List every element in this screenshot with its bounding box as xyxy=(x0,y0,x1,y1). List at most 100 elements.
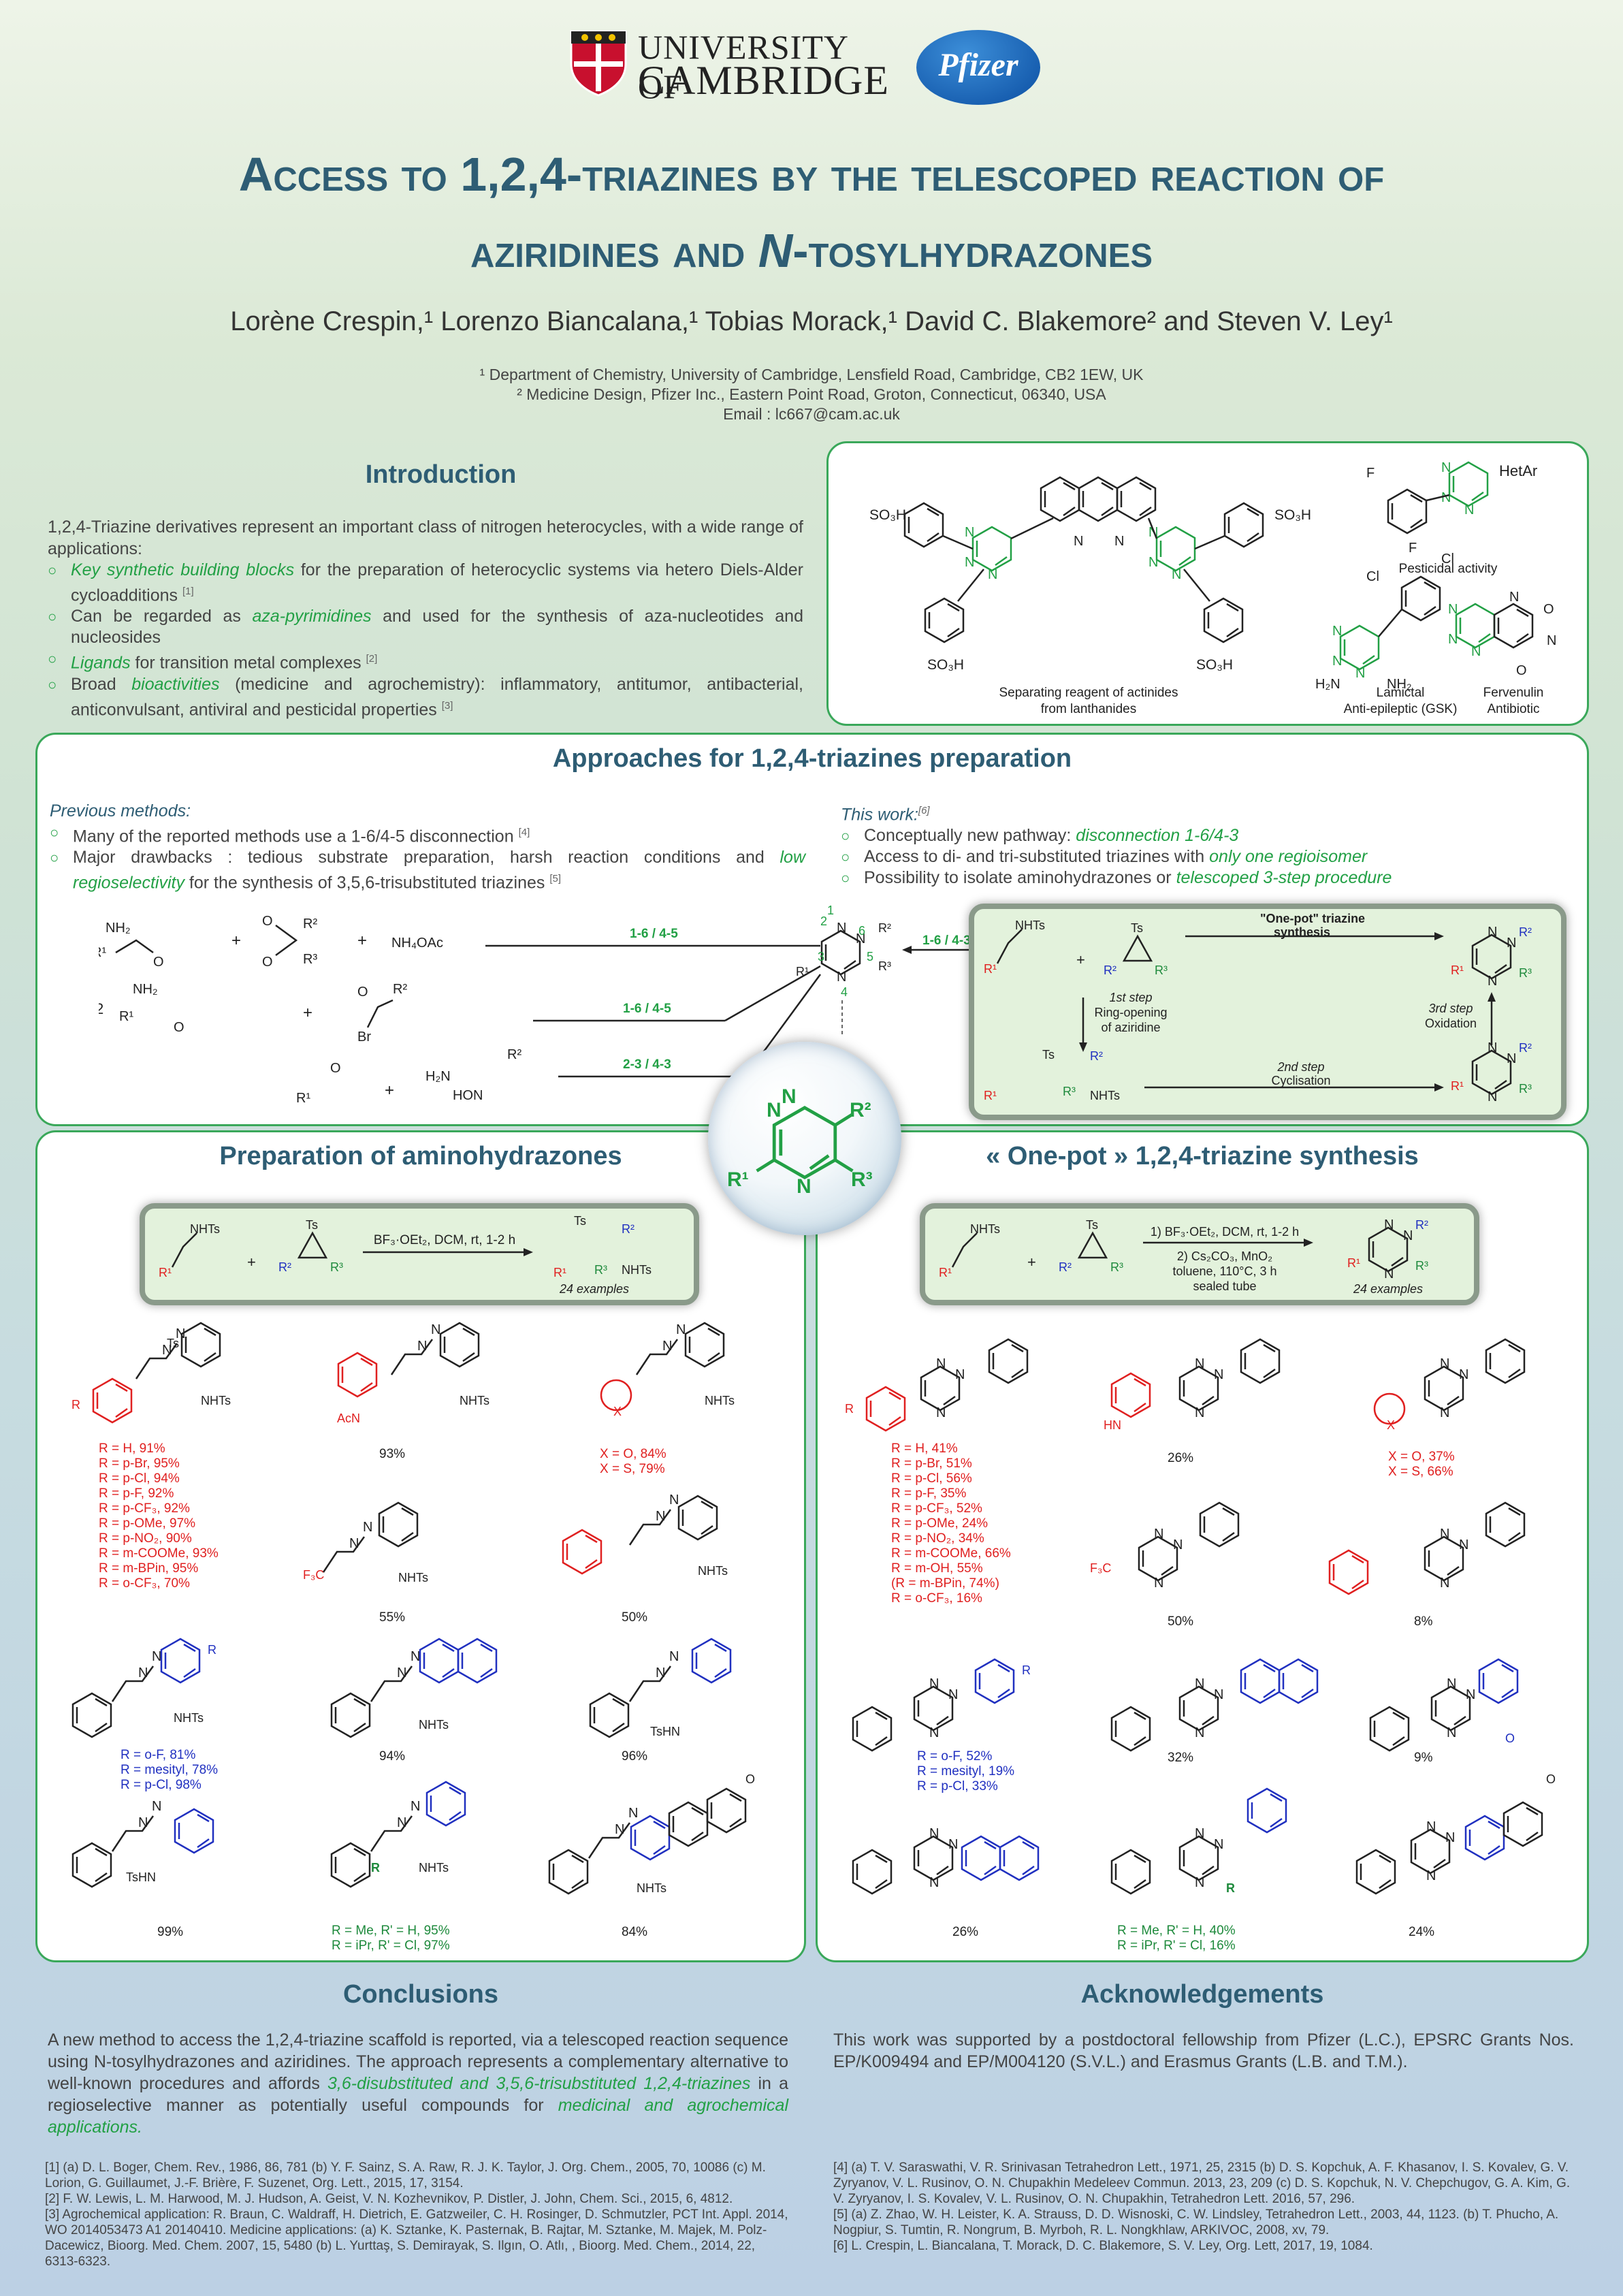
svg-text:NHTs: NHTs xyxy=(419,1718,449,1732)
sulfonated-aryl-3 xyxy=(1223,502,1264,548)
svg-text:R²: R² xyxy=(1090,1049,1103,1063)
intro-bullet-1: Key synthetic building blocks for the pr… xyxy=(48,560,803,606)
svg-text:R³: R³ xyxy=(1519,1082,1532,1096)
svg-text:R²: R² xyxy=(850,1099,871,1121)
caption-separating-1: Separating reagent of actinides xyxy=(999,686,1178,700)
intro-body: 1,2,4-Triazine derivatives represent an … xyxy=(48,516,803,720)
onepot-cond-3: toluene, 110°C, 3 h xyxy=(1173,1264,1277,1278)
onepot-yield-row: R = iPr, R' = Cl, 16% xyxy=(1117,1939,1236,1953)
prep-yield-indole: 93% xyxy=(379,1447,406,1461)
svg-text:R²: R² xyxy=(393,982,407,997)
svg-text:R²: R² xyxy=(303,916,317,931)
this-work: This work:[6] Conceptually new pathway: … xyxy=(841,800,1576,889)
svg-text:O: O xyxy=(745,1772,755,1786)
prep-yield-row: R = m-BPin, 95% xyxy=(99,1561,199,1576)
caption-separating-2: from lanthanides xyxy=(1041,702,1136,716)
svg-text:Ts: Ts xyxy=(1042,1048,1055,1062)
svg-text:NH₂: NH₂ xyxy=(106,921,131,936)
prep-yield-row: R = p-Br, 95% xyxy=(99,1456,180,1471)
prep-yield-tetralin: 99% xyxy=(157,1925,184,1939)
triazine-core-structure: N N N R² R³ R¹ xyxy=(727,1085,873,1198)
title-line-2: aziridines and N-tosylhydrazones xyxy=(470,224,1153,277)
svg-text:N: N xyxy=(1114,534,1124,549)
svg-text:R¹: R¹ xyxy=(296,1091,310,1102)
svg-text:HN: HN xyxy=(1104,1418,1121,1432)
svg-text:NH₂: NH₂ xyxy=(133,982,158,997)
cmpd-alkyl xyxy=(330,1842,371,1888)
svg-text:R¹: R¹ xyxy=(553,1266,566,1279)
prep-yields-furan: X = O, 84% X = S, 79% xyxy=(600,1447,666,1477)
svg-text:Ts: Ts xyxy=(167,1337,179,1350)
onepot-yield-row: R = p-Br, 51% xyxy=(891,1456,972,1471)
svg-text:R¹: R¹ xyxy=(99,945,106,960)
intro-lead: 1,2,4-Triazine derivatives represent an … xyxy=(48,517,803,558)
svg-text:N: N xyxy=(797,1175,812,1198)
previous-methods-bullets: Many of the reported methods use a 1-6/4… xyxy=(50,822,805,894)
svg-text:NHTs: NHTs xyxy=(190,1222,220,1236)
svg-text:N: N xyxy=(1547,633,1556,648)
fervenulin-triazine xyxy=(1447,601,1496,660)
svg-text:X: X xyxy=(1387,1418,1395,1432)
onepot-card: « One-pot » 1,2,4-triazine synthesis R¹ … xyxy=(816,1130,1589,1962)
svg-text:O: O xyxy=(262,914,273,929)
cmpd-estrone xyxy=(548,1849,589,1895)
acknowledgements-text: This work was supported by a postdoctora… xyxy=(833,2030,1574,2071)
svg-text:F₃C: F₃C xyxy=(1090,1561,1111,1575)
prep-yield-row: R = p-F, 92% xyxy=(99,1486,174,1501)
onepot-yield-anthracene: 26% xyxy=(952,1925,979,1939)
svg-text:NHTs: NHTs xyxy=(1090,1089,1120,1102)
approaches-card: Approaches for 1,2,4-triazines preparati… xyxy=(35,733,1589,1126)
step3-desc: Oxidation xyxy=(1425,1017,1477,1030)
prep-yield-row: R = H, 91% xyxy=(99,1441,165,1456)
cmpd-indole xyxy=(337,1352,378,1398)
prev-bullet-2: Major drawbacks : tedious substrate prep… xyxy=(50,847,805,893)
svg-text:H₂N: H₂N xyxy=(1315,677,1340,692)
prep-yield-row: X = O, 84% xyxy=(600,1447,666,1461)
prep-yield-row: R = p-CF₃, 92% xyxy=(99,1501,190,1516)
prev-bullet-1: Many of the reported methods use a 1-6/4… xyxy=(50,822,805,847)
svg-text:TsHN: TsHN xyxy=(126,1870,156,1884)
svg-text:O: O xyxy=(330,1061,341,1076)
svg-text:R²: R² xyxy=(507,1047,521,1062)
svg-text:R¹: R¹ xyxy=(1451,1079,1464,1093)
svg-text:F: F xyxy=(1366,466,1375,481)
svg-text:R³: R³ xyxy=(594,1263,607,1277)
svg-text:O: O xyxy=(1543,602,1554,617)
onepot-cond-1: 1) BF₃·OEt₂, DCM, rt, 1-2 h xyxy=(1151,1225,1299,1239)
onepot-yields-aryl: R = H, 41% R = p-Br, 51% R = p-Cl, 56% R… xyxy=(891,1441,1041,1606)
svg-text:6: 6 xyxy=(858,924,865,938)
intro-bullets: Key synthetic building blocks for the pr… xyxy=(48,560,803,720)
svg-text:N: N xyxy=(782,1085,797,1108)
onepot-yield-row: R = m-OH, 55% xyxy=(891,1561,983,1576)
prep-conditions: BF₃·OEt₂, DCM, rt, 1-2 h xyxy=(374,1233,515,1247)
pfizer-logo: Pfizer xyxy=(916,30,1040,105)
authors: Lorène Crespin,¹ Lorenzo Biancalana,¹ To… xyxy=(230,306,1393,336)
svg-text:NHTs: NHTs xyxy=(419,1861,449,1875)
svg-text:O: O xyxy=(1546,1772,1556,1786)
prep-yield-row: R = mesityl, 78% xyxy=(120,1763,219,1777)
step3-label: 3rd step xyxy=(1428,1002,1473,1015)
svg-text:TsHN: TsHN xyxy=(650,1725,680,1738)
svg-text:O: O xyxy=(262,955,273,970)
onepot-examples: 24 examples xyxy=(1353,1282,1423,1296)
svg-text:NHTs: NHTs xyxy=(398,1571,428,1584)
prep-yield-row: R = iPr, R' = Cl, 97% xyxy=(332,1939,450,1953)
svg-text:R¹: R¹ xyxy=(727,1168,749,1191)
prep-yield-phenethyl: 50% xyxy=(622,1610,648,1625)
sulfonated-aryl-1 xyxy=(903,502,944,548)
svg-text:Ts: Ts xyxy=(306,1218,318,1232)
poster-title: Access to 1,2,4-triazines by the telesco… xyxy=(0,136,1623,289)
onepot-title: « One-pot » 1,2,4-triazine synthesis xyxy=(986,1142,1419,1170)
step1-desc-2: of aziridine xyxy=(1101,1021,1160,1034)
svg-text:NHTs: NHTs xyxy=(637,1881,666,1895)
svg-text:R: R xyxy=(1226,1881,1235,1895)
svg-text:R: R xyxy=(208,1643,216,1657)
prep-yield-row: R = Me, R' = H, 95% xyxy=(332,1924,450,1938)
intro-bullet-2: Can be regarded as aza-pyrimidines and u… xyxy=(48,606,803,648)
svg-text:R: R xyxy=(371,1861,380,1875)
